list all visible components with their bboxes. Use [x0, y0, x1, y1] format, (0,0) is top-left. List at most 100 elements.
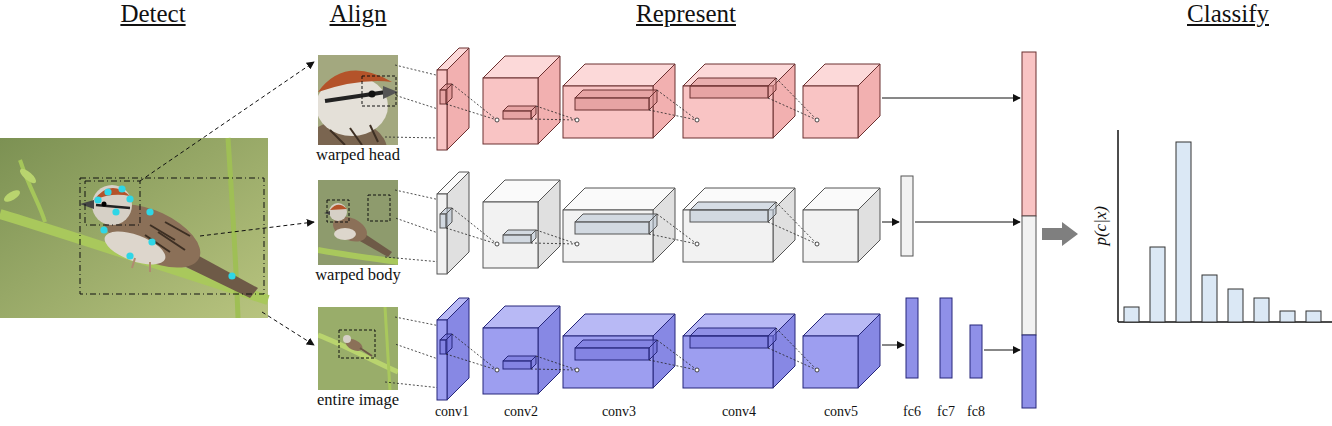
- field-point: [495, 118, 499, 122]
- kernel-line: [536, 356, 577, 370]
- layer-cuboid: [563, 314, 675, 388]
- probability-bar: [1124, 307, 1139, 322]
- part-box: [327, 200, 349, 222]
- cuboid-side: [531, 356, 536, 369]
- receptive-field-line: [395, 65, 440, 76]
- keypoint-dot: [100, 226, 107, 233]
- layer-name: fc7: [937, 404, 955, 420]
- probability-bar: [1254, 298, 1269, 322]
- cuboid-front: [803, 336, 858, 388]
- fc-bar: [906, 298, 918, 378]
- bird-tail: [360, 348, 372, 356]
- kernel-cuboid: [575, 214, 657, 234]
- cuboid-side: [538, 56, 560, 144]
- cuboid-front: [437, 70, 447, 150]
- cuboid-front: [437, 194, 447, 274]
- layer-cuboid: [437, 298, 469, 400]
- bird-head: [343, 335, 351, 343]
- wing-streak: [150, 225, 175, 240]
- kernel-line: [768, 98, 817, 120]
- field-point: [495, 242, 499, 246]
- layer-name: fc6: [903, 404, 921, 420]
- cuboid-side: [447, 48, 469, 150]
- thumbnail-background: [318, 307, 398, 390]
- cuboid-side: [447, 298, 469, 400]
- cuboid-front: [437, 320, 447, 400]
- kernel-line: [649, 110, 697, 120]
- keypoint-dot: [228, 272, 235, 279]
- detect-arrow: [140, 62, 314, 181]
- kernel-line: [768, 348, 817, 370]
- layer-cuboid: [483, 306, 560, 394]
- section-title: Detect: [120, 0, 185, 29]
- cuboid-front: [575, 348, 649, 360]
- cuboid-front: [683, 210, 773, 262]
- bird-head: [92, 185, 132, 225]
- cuboid-front: [440, 90, 446, 104]
- image-caption: entire image: [293, 391, 423, 410]
- thumbnail: [318, 55, 398, 145]
- layer-cuboid: [483, 56, 560, 144]
- fc-bar: [901, 176, 913, 256]
- image-node: warped body: [293, 180, 423, 285]
- kernel-line: [446, 104, 497, 120]
- keypoint-dot: [112, 208, 119, 215]
- layer-name: conv3: [602, 404, 636, 420]
- bird-beak: [80, 200, 94, 209]
- cuboid-front: [690, 336, 768, 348]
- receptive-field-line: [385, 257, 441, 262]
- field-point: [695, 368, 699, 372]
- kernel-cuboid: [575, 90, 657, 110]
- layer-name: conv4: [722, 404, 756, 420]
- cuboid-front: [575, 98, 649, 110]
- kernel-line: [531, 119, 577, 120]
- cuboid-front: [803, 210, 858, 262]
- cuboid-side: [531, 106, 536, 119]
- layer-name: conv2: [504, 404, 538, 420]
- probability-bar: [1150, 247, 1165, 322]
- probability-bar: [1228, 289, 1243, 322]
- kernel-line: [531, 369, 577, 370]
- kernel-cuboid: [690, 328, 776, 348]
- field-point: [695, 242, 699, 246]
- receptive-field-line: [396, 344, 441, 360]
- field-point: [495, 368, 499, 372]
- kernel-cuboid: [690, 78, 776, 98]
- probability-bar: [1280, 311, 1295, 322]
- wing-streak: [145, 235, 170, 252]
- cuboid-top: [575, 340, 657, 348]
- layer-cuboid: [437, 48, 469, 150]
- image-node: warped head: [293, 55, 423, 165]
- cuboid-side: [538, 180, 560, 268]
- cuboid-side: [446, 208, 452, 228]
- stem: [385, 307, 390, 390]
- kernel-cuboid: [503, 230, 536, 243]
- bird-leg: [149, 262, 151, 272]
- feature-segment: [1022, 216, 1036, 335]
- cuboid-top: [575, 214, 657, 222]
- streak: [350, 128, 362, 145]
- leaf: [2, 188, 22, 204]
- layer-cuboid: [683, 64, 795, 138]
- kernel-line: [446, 354, 497, 370]
- image-caption: warped head: [293, 146, 423, 165]
- cuboid-side: [773, 64, 795, 138]
- layer-cuboid: [563, 188, 675, 262]
- field-point: [575, 368, 579, 372]
- keypoint-dot: [148, 238, 155, 245]
- axis-label: p(c|x): [1091, 206, 1111, 246]
- kernel-line: [776, 78, 817, 120]
- kernel-cuboid: [503, 106, 536, 119]
- kernel-cuboid: [440, 334, 452, 354]
- cuboid-side: [768, 78, 776, 98]
- detect-arrow: [262, 312, 314, 345]
- kernel-line: [768, 222, 817, 244]
- bird-photo: [0, 138, 268, 318]
- kernel-line: [776, 202, 817, 244]
- probability-chart: [1118, 130, 1332, 322]
- kernel-line: [776, 328, 817, 370]
- photo-background: [0, 138, 268, 318]
- bird-leg: [132, 258, 135, 268]
- eye-stripe: [96, 205, 130, 208]
